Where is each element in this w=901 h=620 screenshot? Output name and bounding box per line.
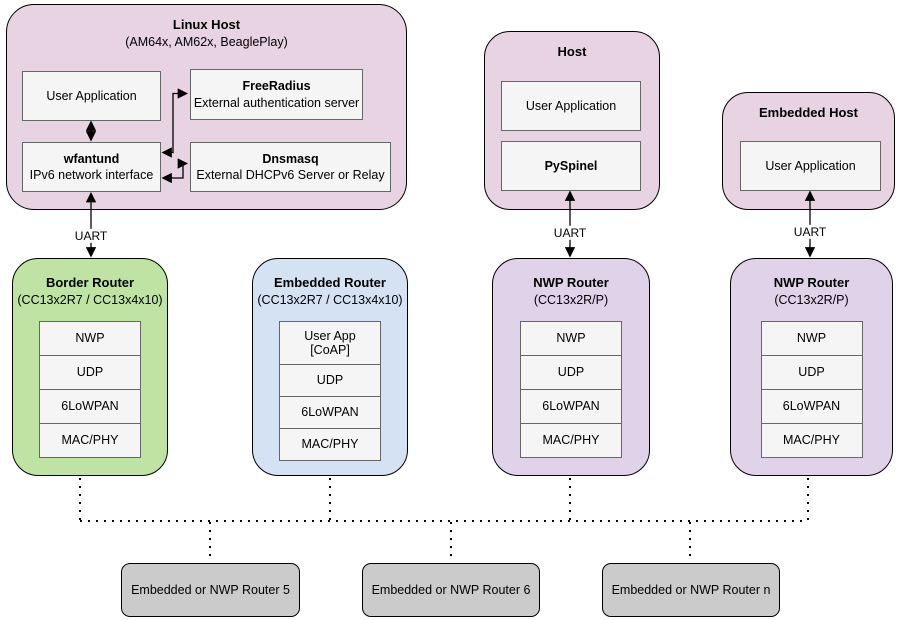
nwp-router-1-layer-6lowpan: 6LoWPAN [520,389,622,424]
linux-host-box: Linux Host (AM64x, AM62x, BeaglePlay) Us… [6,4,407,210]
nwp-router-1-title: NWP Router [533,275,609,290]
wfantund-subtitle: IPv6 network interface [29,168,154,182]
uart-label-1: UART [71,228,111,244]
host-title: Host [557,44,587,59]
nwp-router-2-stack: NWP UDP 6LoWPAN MAC/PHY [760,321,863,458]
border-router-layer-udp: UDP [39,355,141,390]
dnsmasq-title: Dnsmasq [262,151,319,166]
border-router-box: Border Router (CC13x2R7 / CC13x4x10) NWP… [12,258,168,476]
embedded-host-user-application-box: User Application [740,141,881,191]
freeradius-title: FreeRadius [242,79,311,94]
dnsmasq-box: Dnsmasq External DHCPv6 Server or Relay [190,142,391,192]
embedded-host-user-application-label: User Application [765,158,856,173]
nwp-router-1-layer-nwp: NWP [520,321,622,356]
border-router-title: Border Router [45,275,135,290]
embedded-router-title: Embedded Router [274,275,386,290]
embedded-router-stack: User App [CoAP] UDP 6LoWPAN MAC/PHY [279,321,381,461]
border-router-layer-macphy: MAC/PHY [39,423,141,458]
linux-host-subtitle: (AM64x, AM62x, BeaglePlay) [125,34,288,49]
nwp-router-2-layer-nwp: NWP [760,321,863,356]
leaf-router-5-box: Embedded or NWP Router 5 [121,563,300,617]
wfantund-box: wfantund IPv6 network interface [22,142,161,192]
border-router-subtitle: (CC13x2R7 / CC13x4x10) [17,292,163,307]
linux-user-application-box: User Application [22,71,161,121]
embedded-host-box: Embedded Host User Application [722,92,895,210]
leaf-router-6-box: Embedded or NWP Router 6 [362,563,540,617]
embedded-router-layer-macphy: MAC/PHY [279,428,381,461]
wfantund-title: wfantund [63,151,120,166]
freeradius-box: FreeRadius External authentication serve… [190,69,363,120]
nwp-router-1-subtitle: (CC13x2R/P) [533,292,609,307]
embedded-router-layer-udp: UDP [279,364,381,397]
pyspinel-label: PySpinel [544,158,598,173]
leaf-router-n-label: Embedded or NWP Router n [611,583,771,597]
nwp-router-2-box: NWP Router (CC13x2R/P) NWP UDP 6LoWPAN M… [730,258,893,476]
embedded-router-subtitle: (CC13x2R7 / CC13x4x10) [257,292,403,307]
nwp-router-2-title: NWP Router [773,275,850,290]
linux-user-application-label: User Application [46,88,137,103]
nwp-router-2-subtitle: (CC13x2R/P) [774,292,849,307]
nwp-router-1-stack: NWP UDP 6LoWPAN MAC/PHY [520,321,622,458]
dnsmasq-subtitle: External DHCPv6 Server or Relay [196,168,385,182]
border-router-layer-nwp: NWP [39,321,141,356]
leaf-router-5-label: Embedded or NWP Router 5 [131,583,290,597]
nwp-router-2-layer-6lowpan: 6LoWPAN [760,389,863,424]
border-router-stack: NWP UDP 6LoWPAN MAC/PHY [39,321,141,458]
freeradius-subtitle: External authentication server [193,95,360,110]
linux-host-title: Linux Host [172,17,241,32]
uart-label-3: UART [790,224,830,240]
leaf-router-6-label: Embedded or NWP Router 6 [371,583,531,597]
embedded-router-layer-user-app-coap: User App [CoAP] [279,321,381,365]
nwp-router-1-box: NWP Router (CC13x2R/P) NWP UDP 6LoWPAN M… [492,258,650,476]
pyspinel-box: PySpinel [501,141,641,191]
nwp-router-2-layer-macphy: MAC/PHY [760,423,863,458]
embedded-router-box: Embedded Router (CC13x2R7 / CC13x4x10) U… [252,258,408,476]
nwp-router-2-layer-udp: UDP [760,355,863,390]
host-box: Host User Application PySpinel [484,31,660,210]
nwp-router-1-layer-udp: UDP [520,355,622,390]
host-user-application-box: User Application [501,81,641,131]
embedded-router-layer-6lowpan: 6LoWPAN [279,396,381,429]
uart-label-2: UART [550,225,590,241]
leaf-router-n-box: Embedded or NWP Router n [602,563,780,617]
nwp-router-1-layer-macphy: MAC/PHY [520,423,622,458]
border-router-layer-6lowpan: 6LoWPAN [39,389,141,424]
embedded-host-title: Embedded Host [759,105,858,120]
host-user-application-label: User Application [525,98,617,113]
